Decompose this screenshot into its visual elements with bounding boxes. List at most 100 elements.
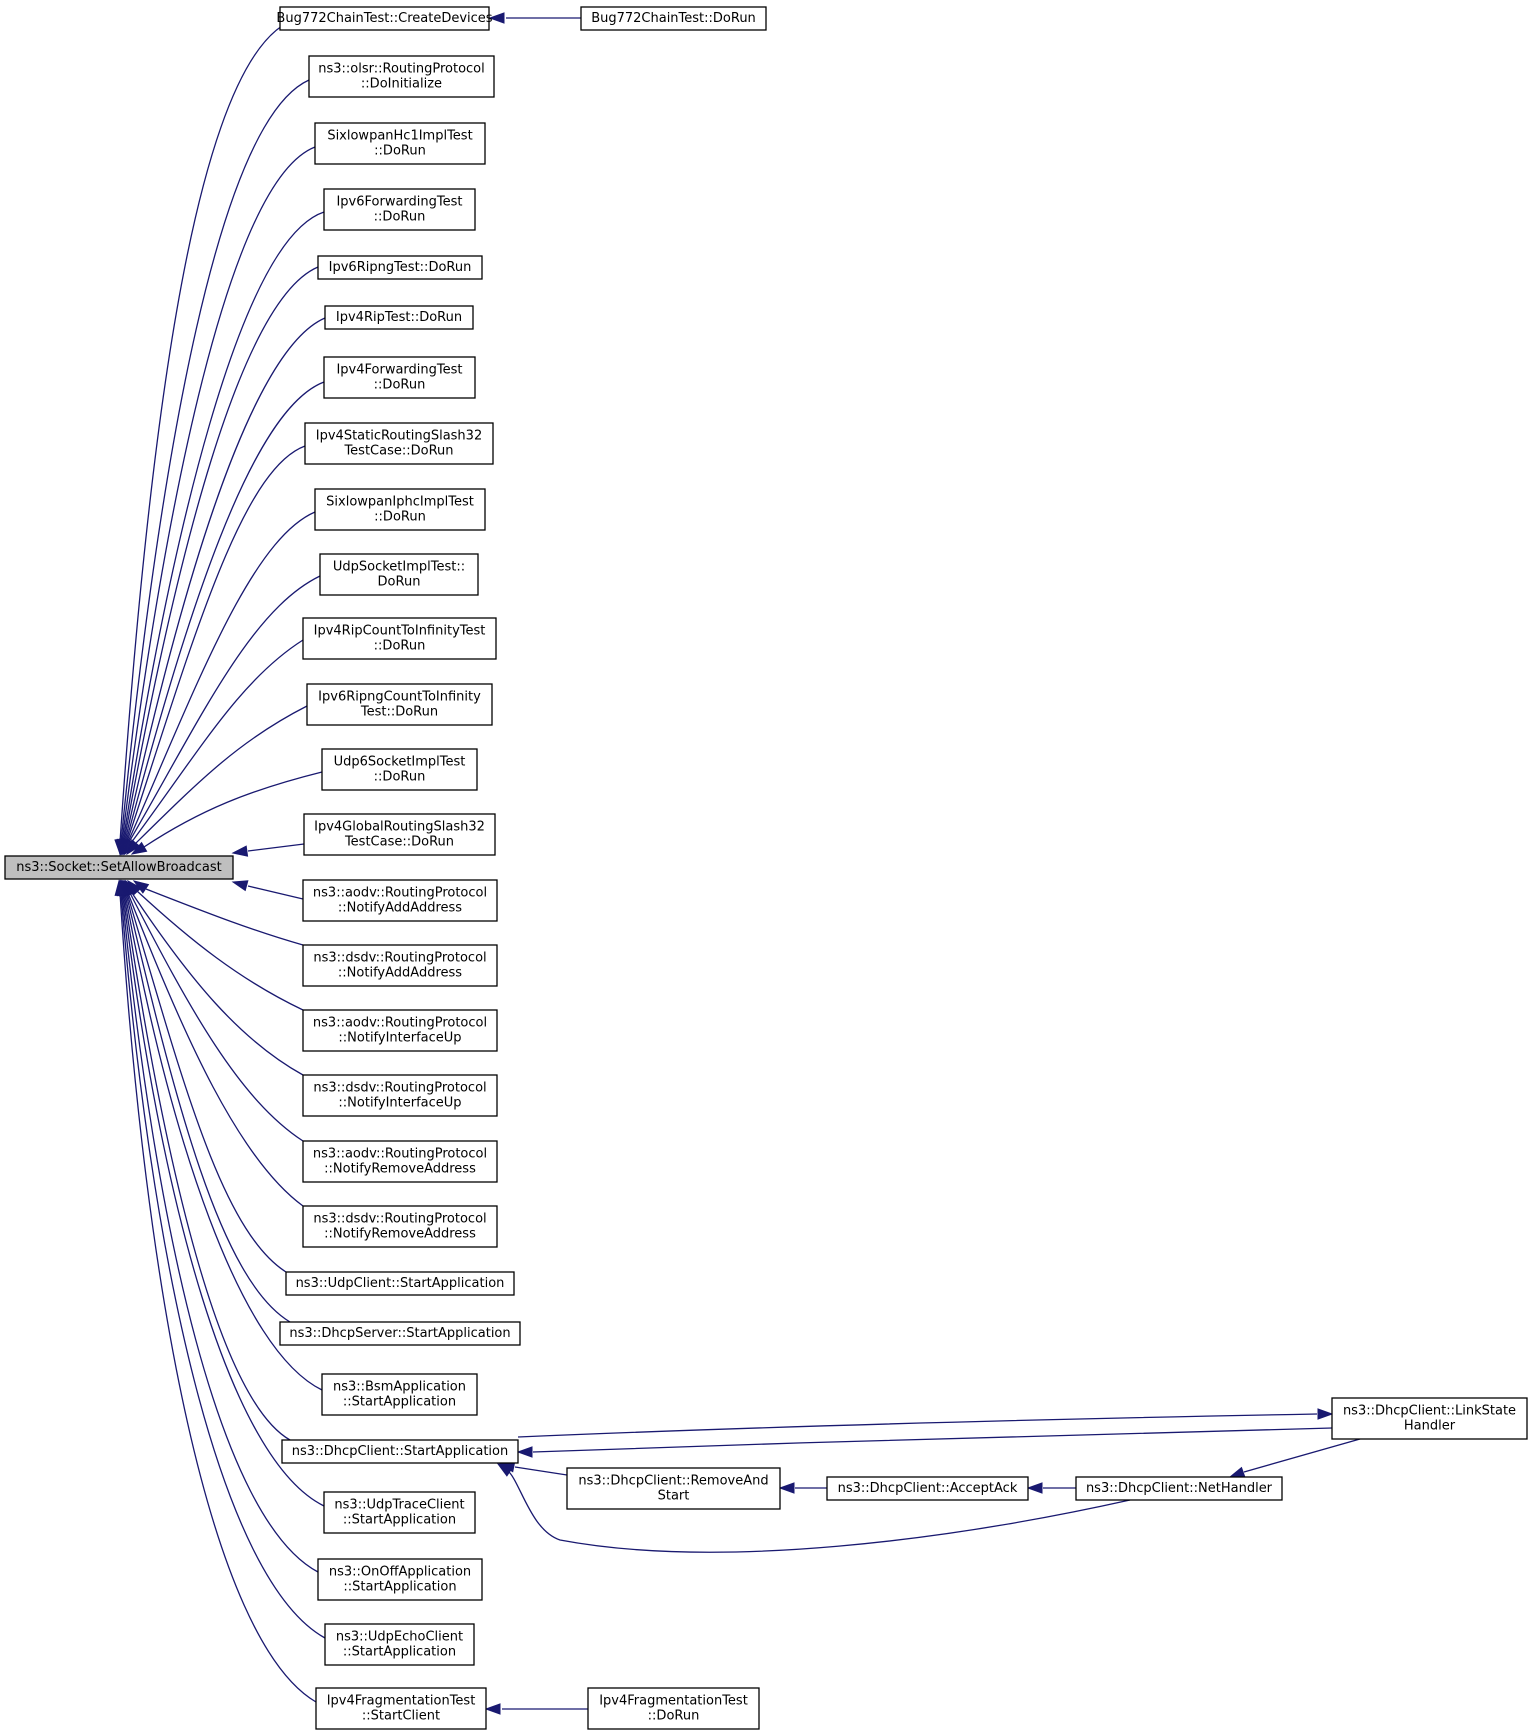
node-label: DoRun: [378, 575, 421, 590]
caller-node[interactable]: ns3::dsdv::RoutingProtocol::NotifyAddAdd…: [302, 944, 498, 987]
caller-node[interactable]: ns3::aodv::RoutingProtocol::NotifyAddAdd…: [302, 879, 498, 922]
caller-node[interactable]: ns3::dsdv::RoutingProtocol::NotifyInterf…: [302, 1074, 498, 1117]
edge-n31-to-n34: [1243, 1438, 1361, 1473]
node-label: Ipv4ForwardingTest: [336, 363, 462, 378]
edge-arrowhead-n32: [778, 1482, 795, 1494]
node-box[interactable]: [314, 122, 486, 165]
node-label: Ipv6RipngTest::DoRun: [329, 260, 472, 275]
caller-node[interactable]: Ipv4RipCountToInfinityTest::DoRun: [302, 617, 497, 660]
node-box[interactable]: [281, 1439, 519, 1464]
node-box[interactable]: [304, 422, 494, 465]
caller-node[interactable]: ns3::BsmApplication::StartApplication: [321, 1373, 478, 1416]
edge-arrowhead-n34: [1228, 1466, 1246, 1478]
node-box[interactable]: [324, 305, 474, 330]
caller-node[interactable]: Ipv4ForwardingTest::DoRun: [323, 356, 476, 399]
node-label: UdpSocketImplTest::: [333, 560, 465, 575]
caller-node[interactable]: ns3::DhcpClient::StartApplication: [281, 1439, 519, 1464]
caller-node[interactable]: Udp6SocketImplTest::DoRun: [321, 748, 478, 791]
node-box[interactable]: [319, 553, 479, 596]
caller-node[interactable]: UdpSocketImplTest::DoRun: [319, 553, 479, 596]
node-box[interactable]: [302, 1140, 498, 1183]
caller-node[interactable]: ns3::DhcpClient::AcceptAck: [826, 1476, 1029, 1501]
node-box[interactable]: [321, 748, 478, 791]
node-box[interactable]: [587, 1687, 760, 1730]
node-box[interactable]: [314, 488, 486, 531]
node-box[interactable]: [279, 1321, 521, 1346]
node-box[interactable]: [302, 944, 498, 987]
caller-node[interactable]: Ipv4FragmentationTest::DoRun: [587, 1687, 760, 1730]
caller-node[interactable]: Ipv4FragmentationTest::StartClient: [315, 1687, 487, 1730]
node-box[interactable]: [306, 683, 493, 726]
node-label: ns3::DhcpClient::LinkState: [1343, 1404, 1516, 1419]
caller-node[interactable]: ns3::UdpClient::StartApplication: [285, 1271, 515, 1296]
node-box[interactable]: [302, 1009, 498, 1052]
caller-node[interactable]: Ipv4RipTest::DoRun: [324, 305, 474, 330]
caller-node[interactable]: Ipv6ForwardingTest::DoRun: [323, 188, 476, 231]
node-box[interactable]: [580, 6, 767, 31]
caller-node[interactable]: SixlowpanHc1ImplTest::DoRun: [314, 122, 486, 165]
node-label: Ipv6ForwardingTest: [336, 195, 462, 210]
node-label: ::NotifyRemoveAddress: [324, 1227, 476, 1242]
node-box[interactable]: [302, 879, 498, 922]
node-box[interactable]: [302, 1074, 498, 1117]
caller-node[interactable]: Bug772ChainTest::CreateDevices: [276, 6, 493, 31]
node-box[interactable]: [321, 1373, 478, 1416]
node-box[interactable]: [317, 1558, 483, 1601]
node-box[interactable]: [302, 1205, 498, 1248]
caller-node[interactable]: ns3::olsr::RoutingProtocol::DoInitialize: [308, 55, 495, 98]
node-box[interactable]: [826, 1476, 1029, 1501]
node-label: ::DoRun: [374, 510, 426, 525]
node-label: ns3::dsdv::RoutingProtocol: [313, 1081, 486, 1096]
node-label: Start: [658, 1489, 690, 1504]
node-box[interactable]: [279, 6, 490, 31]
node-label: ns3::UdpTraceClient: [334, 1498, 464, 1513]
node-box[interactable]: [285, 1271, 515, 1296]
caller-node[interactable]: ns3::aodv::RoutingProtocol::NotifyRemove…: [302, 1140, 498, 1183]
caller-node[interactable]: ns3::UdpEchoClient::StartApplication: [324, 1623, 475, 1666]
node-box[interactable]: [323, 188, 476, 231]
node-label: ::NotifyInterfaceUp: [338, 1031, 461, 1046]
edge-arrowhead-n33: [1026, 1482, 1043, 1494]
edge-n19-to-n0: [131, 892, 304, 1076]
node-box[interactable]: [302, 617, 497, 660]
node-label: ::DoRun: [374, 770, 426, 785]
node-label: ns3::Socket::SetAllowBroadcast: [16, 860, 222, 875]
node-box[interactable]: [303, 813, 496, 856]
caller-node[interactable]: ns3::DhcpServer::StartApplication: [279, 1321, 521, 1346]
edge-n26-to-n0: [122, 892, 325, 1507]
node-label: ns3::aodv::RoutingProtocol: [313, 1016, 487, 1031]
node-box[interactable]: [323, 1491, 476, 1534]
root-node[interactable]: ns3::Socket::SetAllowBroadcast: [4, 855, 234, 880]
caller-node[interactable]: SixlowpanIphcImplTest::DoRun: [314, 488, 486, 531]
node-label: Ipv4RipCountToInfinityTest: [314, 624, 486, 639]
node-label: Udp6SocketImplTest: [334, 755, 466, 770]
node-box[interactable]: [324, 1623, 475, 1666]
caller-node[interactable]: ns3::aodv::RoutingProtocol::NotifyInterf…: [302, 1009, 498, 1052]
node-label: ns3::DhcpClient::StartApplication: [292, 1444, 508, 1459]
node-box[interactable]: [566, 1467, 781, 1510]
node-box[interactable]: [323, 356, 476, 399]
node-box[interactable]: [4, 855, 234, 880]
node-box[interactable]: [308, 55, 495, 98]
edge-n28-to-n0: [120, 892, 326, 1639]
caller-node[interactable]: Ipv6RipngTest::DoRun: [317, 255, 483, 280]
caller-node[interactable]: ns3::DhcpClient::NetHandler: [1075, 1476, 1283, 1501]
node-box[interactable]: [315, 1687, 487, 1730]
node-label: Bug772ChainTest::DoRun: [591, 11, 756, 26]
caller-node[interactable]: ns3::OnOffApplication::StartApplication: [317, 1558, 483, 1601]
node-box[interactable]: [1331, 1397, 1528, 1440]
edge-n6-to-n0: [123, 266, 319, 843]
node-box[interactable]: [1075, 1476, 1283, 1501]
caller-node[interactable]: Bug772ChainTest::DoRun: [580, 6, 767, 31]
caller-node[interactable]: ns3::UdpTraceClient::StartApplication: [323, 1491, 476, 1534]
node-box[interactable]: [317, 255, 483, 280]
edge-n12-to-n0: [130, 639, 304, 844]
caller-node[interactable]: ns3::dsdv::RoutingProtocol::NotifyRemove…: [302, 1205, 498, 1248]
node-label: Ipv4RipTest::DoRun: [336, 310, 462, 325]
edge-n25-to-n0: [123, 892, 291, 1441]
